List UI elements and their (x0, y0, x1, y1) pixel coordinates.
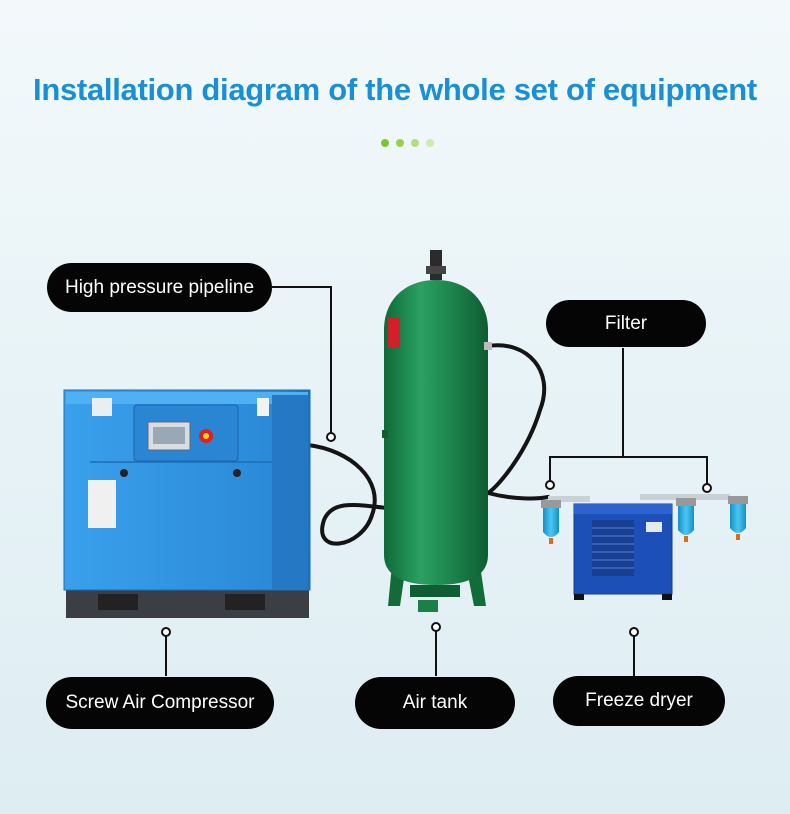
connector-lines (165, 286, 708, 676)
filter-branch-connector (549, 456, 708, 488)
air-tank (382, 250, 492, 612)
page-title: Installation diagram of the whole set of… (33, 72, 757, 107)
dot-3 (411, 139, 419, 147)
connector-points (161, 432, 712, 637)
label-freeze-dryer: Freeze dryer (553, 676, 725, 726)
pipeline-point (326, 432, 336, 442)
compressor-point (161, 627, 171, 637)
filter-right-point (702, 483, 712, 493)
tank-to-dryer-hose (483, 343, 550, 501)
freeze-dryer (573, 503, 673, 600)
pipeline-connector (272, 286, 332, 437)
hoses (306, 343, 550, 546)
filter-left-point (545, 480, 555, 490)
decorative-dots (381, 139, 434, 147)
dot-4 (426, 139, 434, 147)
filters (541, 494, 748, 544)
label-high-pressure-pipeline: High pressure pipeline (47, 263, 272, 312)
screw-air-compressor (63, 389, 311, 618)
tank-point (431, 622, 441, 632)
label-screw-air-compressor: Screw Air Compressor (46, 677, 274, 729)
dryer-point (629, 627, 639, 637)
dot-1 (381, 139, 389, 147)
compressor-to-tank-hose (306, 443, 390, 546)
label-air-tank: Air tank (355, 677, 515, 729)
dot-2 (396, 139, 404, 147)
label-filter: Filter (546, 300, 706, 347)
